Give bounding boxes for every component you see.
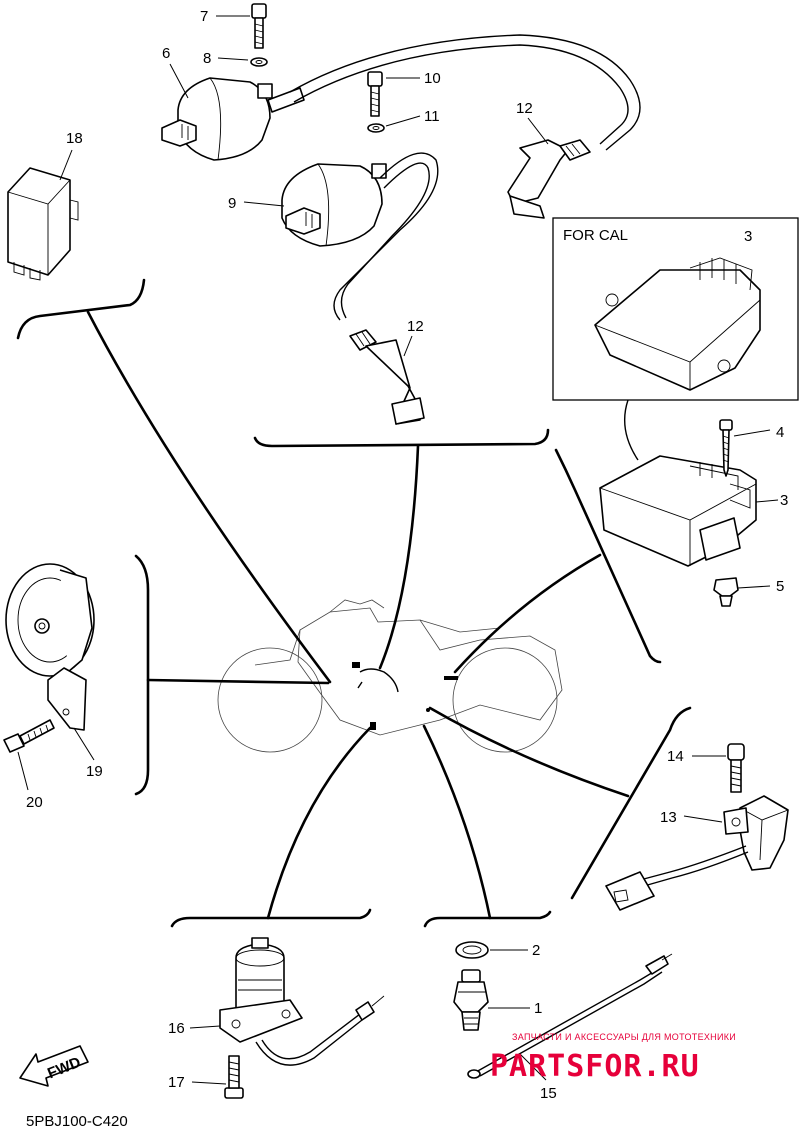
watermark-tagline: ЗАПЧАСТИ И АКСЕССУАРЫ ДЛЯ МОТОТЕХНИКИ <box>512 1032 736 1042</box>
bolt-10 <box>367 71 420 117</box>
callout-20: 20 <box>26 794 43 811</box>
callout-15: 15 <box>540 1085 557 1102</box>
bolt-14 <box>692 743 745 793</box>
bolt-17 <box>191 1055 244 1099</box>
callout-9: 9 <box>228 195 236 212</box>
callout-2: 2 <box>532 942 540 959</box>
callout-6: 6 <box>162 45 170 62</box>
motorcycle-silhouette <box>217 599 563 753</box>
callout-10: 10 <box>424 70 441 87</box>
callout-16: 16 <box>168 1020 185 1037</box>
callout-11: 11 <box>424 108 440 125</box>
washer-8 <box>217 57 268 67</box>
callout-19: 19 <box>86 763 103 780</box>
horn-19 <box>5 563 95 761</box>
callout-14: 14 <box>667 748 684 765</box>
lead-wire-15 <box>467 953 673 1081</box>
washer-2 <box>455 941 528 959</box>
bolt-7 <box>216 3 267 49</box>
for-cal-label: FOR CAL <box>563 227 628 244</box>
cdi-unit-3 <box>599 455 779 567</box>
watermark-brand: PARTSFOR.RU <box>490 1049 700 1084</box>
ignition-coil-9 <box>243 152 439 321</box>
callout-3: 3 <box>780 492 788 509</box>
drawing-code: 5PBJ100-C420 <box>26 1113 128 1129</box>
relay-unit-18 <box>7 149 79 281</box>
fuel-sender-16 <box>189 937 385 1066</box>
callout-5: 5 <box>776 578 784 595</box>
watermark: ЗАПЧАСТИ И АКСЕССУАРЫ ДЛЯ МОТОТЕХНИКИ PA… <box>490 1032 736 1084</box>
callout-3-inset: 3 <box>744 228 752 245</box>
callout-12-top: 12 <box>516 100 533 117</box>
callout-1: 1 <box>534 1000 542 1017</box>
callout-12-mid: 12 <box>407 318 424 335</box>
ignition-coil-6 <box>161 34 641 161</box>
group-brackets <box>16 278 692 928</box>
grommet-5 <box>713 577 771 607</box>
callout-7: 7 <box>200 8 208 25</box>
thermo-unit-1 <box>453 969 530 1031</box>
callout-8: 8 <box>203 50 211 67</box>
cdi-unit-cal <box>594 257 761 391</box>
plug-cap-12-mid <box>349 329 425 425</box>
callout-18: 18 <box>66 130 83 147</box>
washer-11 <box>367 115 421 133</box>
plug-cap-12-top <box>507 117 591 219</box>
screw-4 <box>719 419 771 477</box>
callout-4: 4 <box>776 424 784 441</box>
fwd-arrow: FWD <box>19 1045 89 1087</box>
sensor-13 <box>605 795 789 911</box>
callout-13: 13 <box>660 809 677 826</box>
bolt-20 <box>3 719 55 791</box>
callout-numbers: 7 8 6 10 11 12 18 9 12 3 4 3 5 19 20 14 … <box>26 8 788 1102</box>
for-cal-inset: FOR CAL <box>552 217 799 461</box>
callout-17: 17 <box>168 1074 185 1091</box>
